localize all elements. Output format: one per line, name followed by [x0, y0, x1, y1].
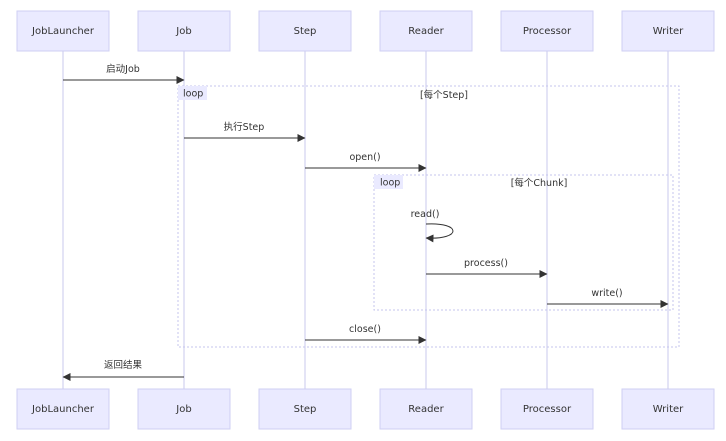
participant-box: [137, 388, 231, 430]
message-label: close(): [349, 324, 381, 335]
participant-box: [16, 388, 110, 430]
message-label: 返回结果: [104, 359, 143, 371]
participant-launcher-bottom: JobLauncher: [16, 388, 110, 430]
message-process: process(): [426, 258, 548, 278]
message-read: read(): [411, 209, 454, 243]
participant-label: Processor: [523, 404, 572, 415]
participant-box: [500, 10, 594, 52]
loop-tag: loop: [183, 89, 203, 100]
message-label: open(): [349, 152, 380, 163]
participant-box: [379, 10, 473, 52]
message-label: process(): [464, 258, 508, 269]
participant-box: [258, 10, 352, 52]
message-label: 执行Step: [224, 121, 265, 133]
participant-writer-bottom: Writer: [621, 388, 715, 430]
participant-box: [621, 10, 715, 52]
message-open: open(): [305, 152, 427, 172]
participant-label: Writer: [653, 26, 684, 37]
participant-job-top: Job: [137, 10, 231, 52]
messages: 启动Job 执行Step open() read() process() wri…: [62, 63, 669, 381]
participant-label: Processor: [523, 26, 572, 37]
participant-label: Reader: [408, 404, 444, 415]
loop-frame: [373, 174, 674, 311]
participants-top: JobLauncher Job Step Reader Processor Wr…: [16, 10, 715, 52]
message-label: write(): [591, 288, 622, 299]
participant-box: [137, 10, 231, 52]
message-label: read(): [411, 209, 440, 220]
participant-box: [258, 388, 352, 430]
message-arrow: [425, 223, 454, 243]
loop-tag: loop: [380, 178, 400, 189]
participant-step-top: Step: [258, 10, 352, 52]
message-close: close(): [305, 324, 427, 344]
participant-writer-top: Writer: [621, 10, 715, 52]
loop-condition: [每个Step]: [420, 89, 468, 101]
participant-label: Job: [175, 404, 191, 415]
participant-job-bottom: Job: [137, 388, 231, 430]
message-return-result: 返回结果: [62, 359, 184, 381]
participant-box: [621, 388, 715, 430]
participant-step-bottom: Step: [258, 388, 352, 430]
participant-label: JobLauncher: [31, 26, 95, 37]
participant-box: [500, 388, 594, 430]
participant-label: JobLauncher: [31, 404, 95, 415]
participant-label: Reader: [408, 26, 444, 37]
participant-box: [16, 10, 110, 52]
participant-launcher-top: JobLauncher: [16, 10, 110, 52]
participant-label: Step: [294, 26, 317, 37]
loop-tag-box: [178, 86, 207, 100]
participant-processor-top: Processor: [500, 10, 594, 52]
loop-tag-box: [374, 175, 403, 189]
message-start-job: 启动Job: [63, 63, 185, 84]
participant-box: [379, 388, 473, 430]
participant-label: Step: [294, 404, 317, 415]
loop-chunk: loop [每个Chunk]: [373, 174, 674, 311]
lifelines: [62, 51, 669, 389]
loop-step: loop [每个Step]: [177, 85, 680, 348]
loop-condition: [每个Chunk]: [511, 177, 568, 189]
loop-frame: [177, 85, 680, 348]
participant-processor-bottom: Processor: [500, 388, 594, 430]
message-label: 启动Job: [106, 63, 140, 75]
message-write: write(): [547, 288, 669, 308]
participant-reader-bottom: Reader: [379, 388, 473, 430]
participant-label: Job: [175, 26, 191, 37]
participants-bottom: JobLauncher Job Step Reader Processor Wr…: [16, 388, 715, 430]
participant-reader-top: Reader: [379, 10, 473, 52]
participant-label: Writer: [653, 404, 684, 415]
message-execute-step: 执行Step: [184, 121, 306, 142]
